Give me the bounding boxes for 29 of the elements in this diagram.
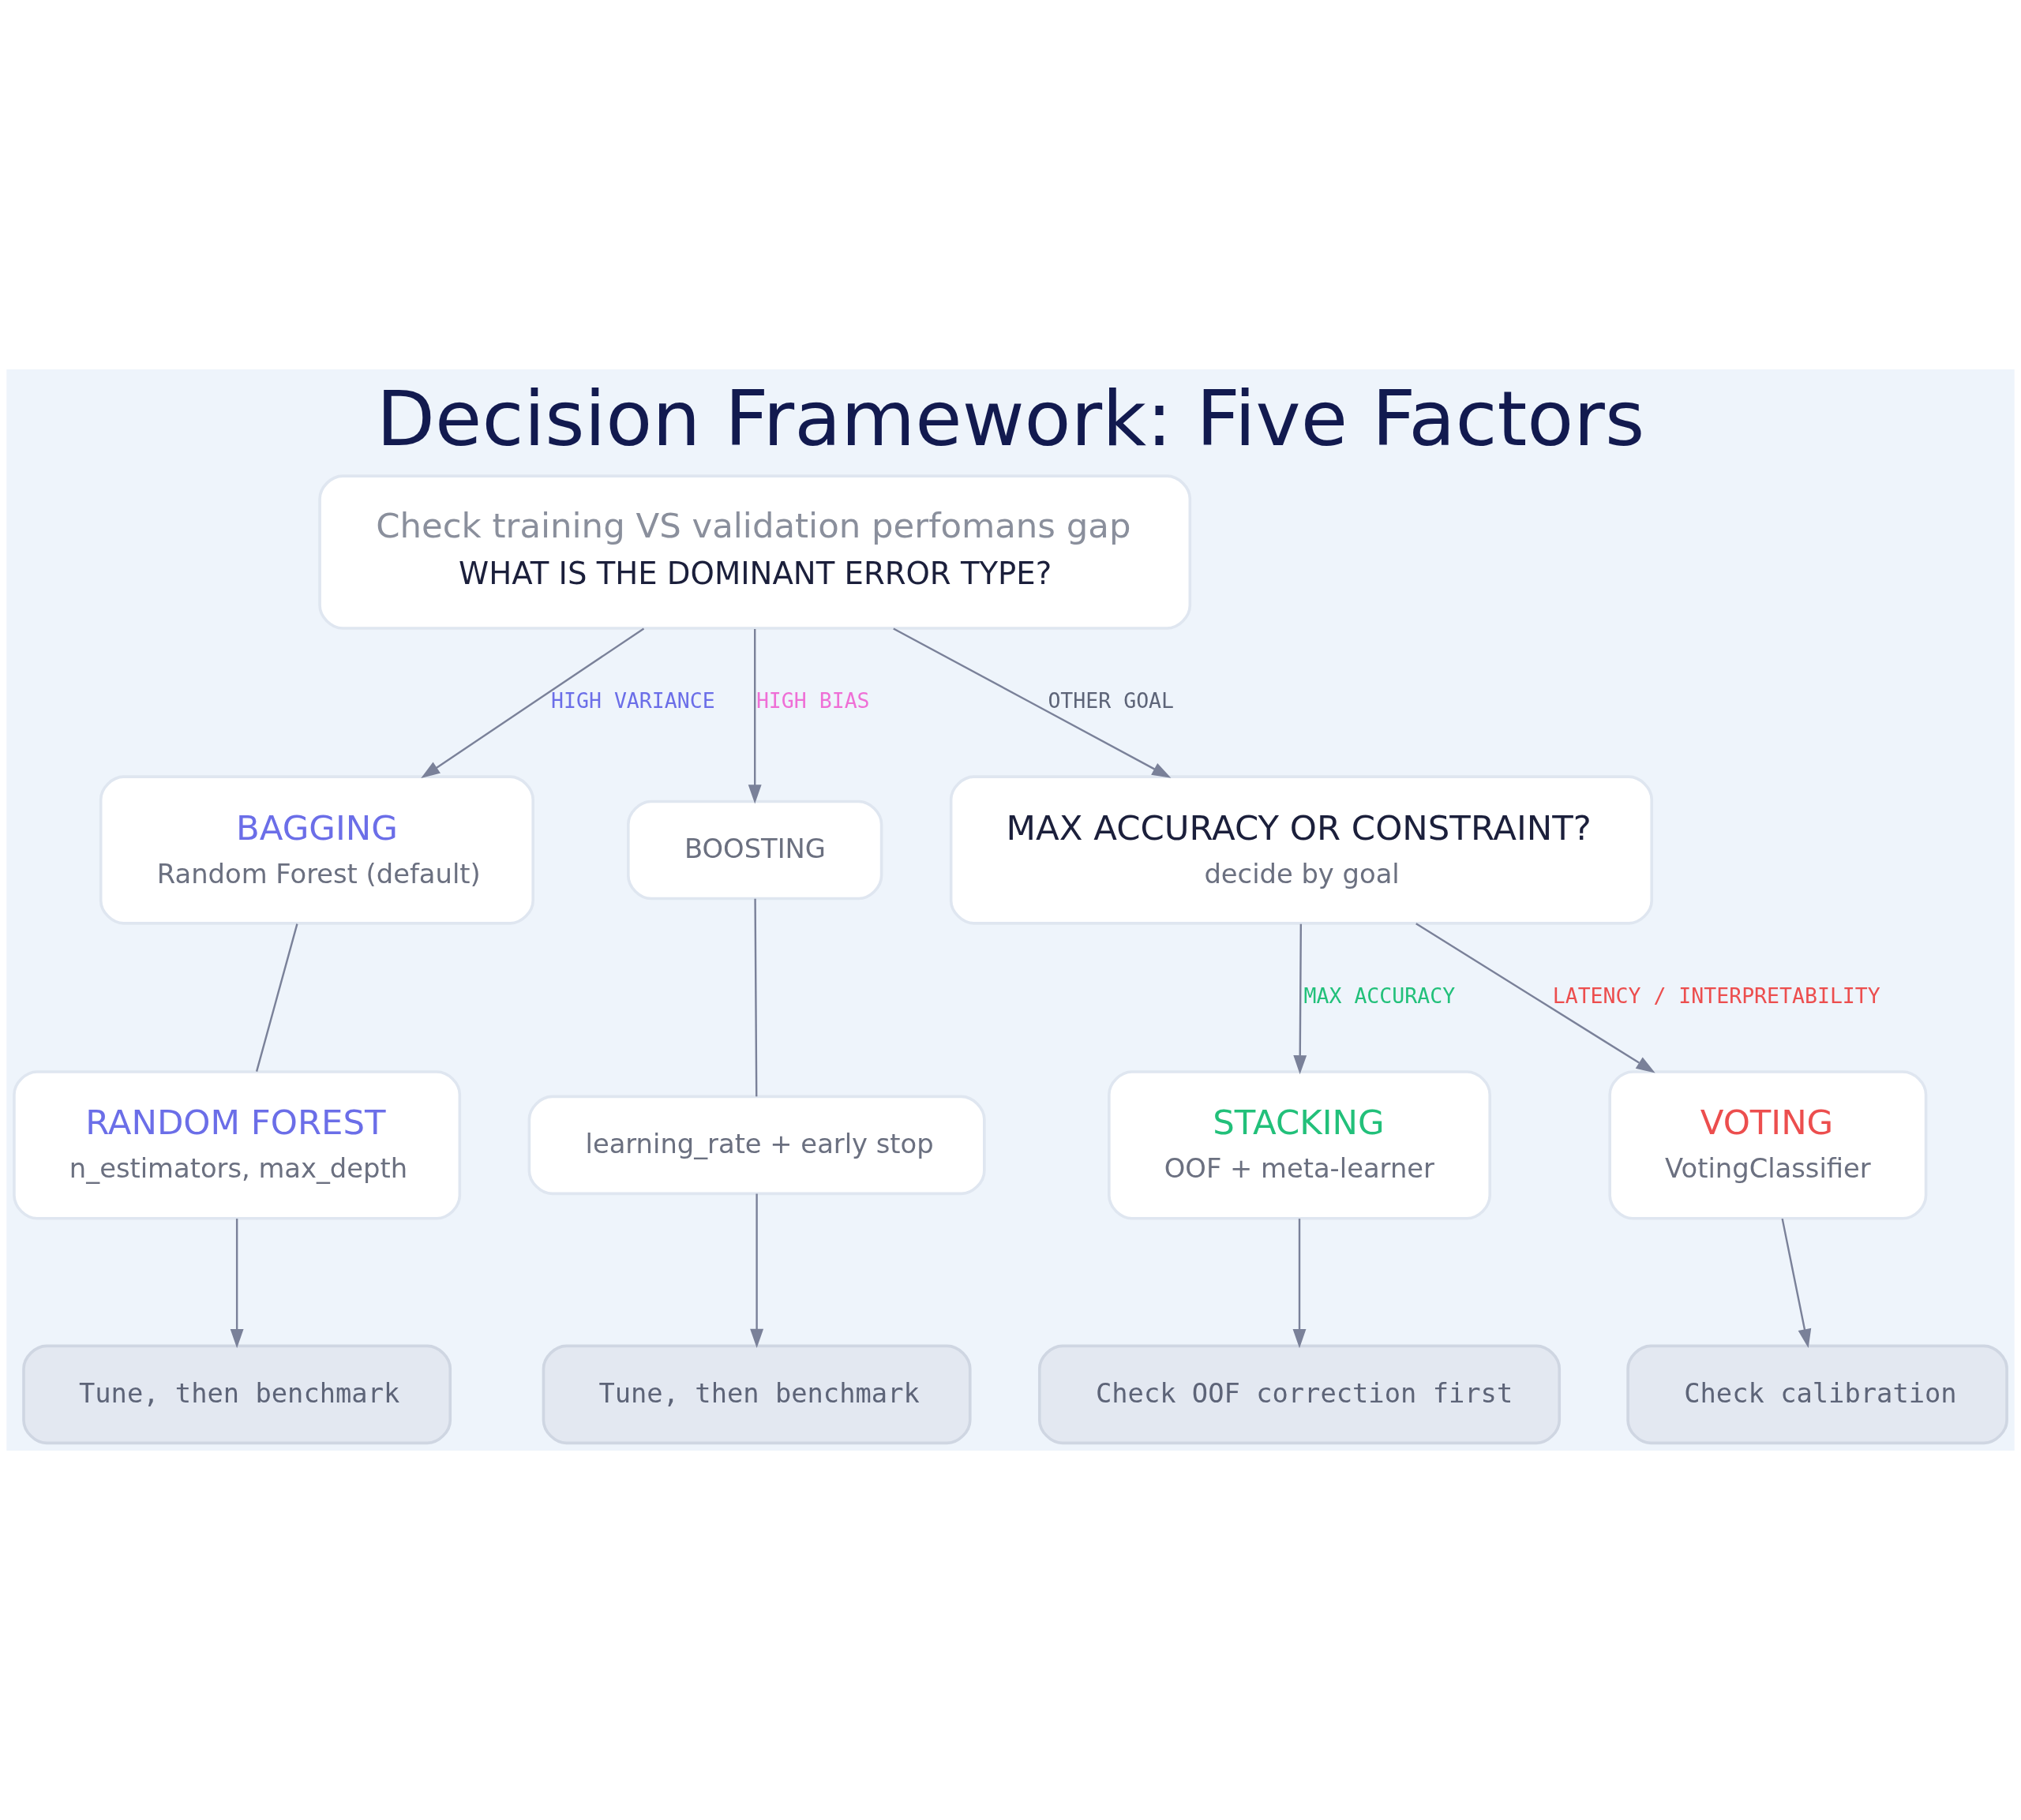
node-box: RANDOM FOREST n_estimators, max_depth	[13, 1070, 462, 1220]
node-box: learning_rate + early stop	[527, 1095, 986, 1196]
arrow	[748, 628, 762, 804]
node-box: MAX ACCURACY OR CONSTRAINT? decide by goal	[949, 775, 1654, 925]
node-box: STACKING OOF + meta-learner	[1108, 1070, 1491, 1220]
arrow	[421, 627, 645, 779]
node-box: Check training VS validation perfomans gap WHAT IS THE DOMINANT ERROR TYPE?	[318, 474, 1192, 630]
node-box: Tune, then benchmark	[22, 1344, 452, 1445]
node-box: Tune, then benchmark	[542, 1344, 972, 1445]
edge-label: OTHER GOAL	[1048, 687, 1175, 713]
diagram-title: Decision Framework: Five Factors	[376, 374, 1645, 464]
node-box: BOOSTING	[627, 800, 883, 901]
edge-label: MAX ACCURACY	[1303, 983, 1456, 1008]
edge-label: LATENCY / INTERPRETABILITY	[1552, 983, 1880, 1008]
arrow	[1293, 923, 1307, 1075]
edge-label: HIGH VARIANCE	[551, 687, 715, 713]
arrow	[1781, 1218, 1812, 1349]
connector	[255, 923, 298, 1072]
node-box: Check OOF correction first	[1037, 1344, 1562, 1445]
arrow	[1415, 923, 1655, 1073]
arrow	[893, 627, 1172, 778]
connector	[754, 898, 758, 1097]
arrow	[750, 1193, 764, 1348]
node-box: BAGGING Random Forest (default)	[99, 775, 534, 925]
node-box: Check calibration	[1626, 1344, 2008, 1445]
arrow	[1292, 1219, 1307, 1349]
arrow	[230, 1219, 244, 1349]
node-box: VOTING VotingClassifier	[1608, 1070, 1928, 1220]
edge-label: HIGH BIAS	[756, 687, 870, 713]
